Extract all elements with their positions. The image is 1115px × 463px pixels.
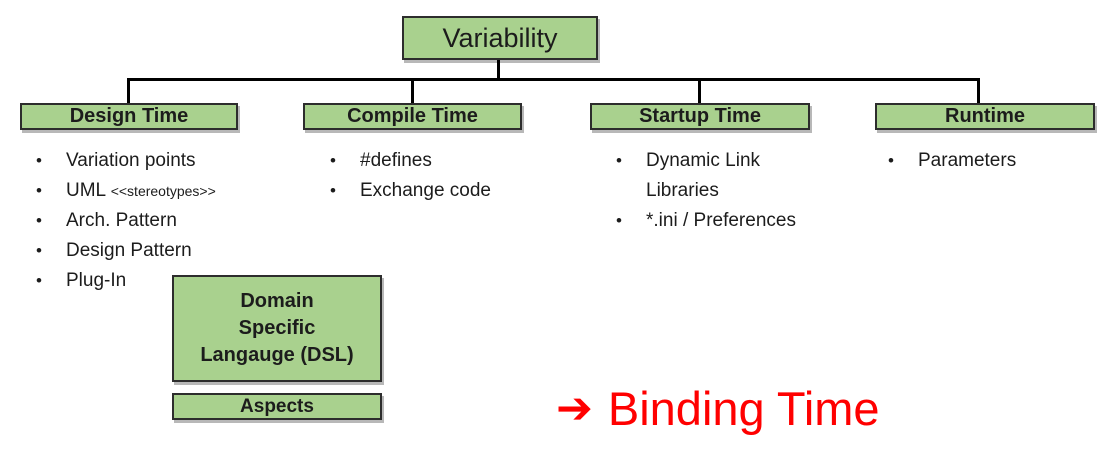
list-item: • Dynamic Link Libraries [616,146,812,206]
bullet-icon: • [36,271,42,290]
list-item-label: Arch. Pattern [66,210,177,231]
list-item: • Arch. Pattern [36,206,304,236]
list-item-label: Variation points [66,150,196,171]
dsl-line-1: Domain [240,290,314,312]
bullet-icon: • [36,181,42,200]
compile-time-box: Compile Time [303,103,522,130]
aspects-box: Aspects [172,393,382,420]
design-time-box: Design Time [20,103,238,130]
list-item-label: UML <<stereotypes>> [66,176,304,206]
right-arrow-icon: ➔ [556,383,593,433]
design-time-list: • Variation points • UML <<stereotypes>>… [36,146,304,296]
connector-horizontal [127,78,980,81]
list-item: • #defines [330,146,580,176]
list-item: • UML <<stereotypes>> [36,176,304,206]
binding-time-annotation: ➔ Binding Time [556,383,880,435]
list-item-label: Dynamic Link Libraries [646,150,761,201]
dsl-box: Domain Specific Langauge (DSL) [172,275,382,382]
variability-box: Variability [402,16,598,60]
connector-drop-startup-time [698,78,701,104]
list-item: • Plug-In [36,266,304,296]
list-item-label: Design Pattern [66,240,192,261]
bullet-icon: • [616,211,622,230]
bullet-icon: • [330,151,336,170]
list-item-label: Exchange code [360,180,491,201]
connector-drop-compile-time [411,78,414,104]
runtime-box: Runtime [875,103,1095,130]
binding-time-label: Binding Time [607,382,880,435]
bullet-icon: • [616,151,622,170]
variability-label: Variability [442,22,558,53]
bullet-icon: • [330,181,336,200]
list-item: • Design Pattern [36,236,304,266]
startup-time-list: • Dynamic Link Libraries • *.ini / Prefe… [616,146,812,236]
uml-text: UML [66,180,111,201]
list-item: • Exchange code [330,176,580,206]
dsl-line-2: Specific [238,317,316,339]
compile-time-list: • #defines • Exchange code [330,146,580,206]
list-item: • Parameters [888,146,1103,176]
runtime-label: Runtime [945,105,1025,127]
compile-time-label: Compile Time [347,105,478,127]
startup-time-label: Startup Time [639,105,761,127]
design-time-label: Design Time [69,105,189,127]
connector-root-stub [497,60,500,80]
list-item: • *.ini / Preferences [616,206,812,236]
list-item-label: #defines [360,150,432,171]
bullet-icon: • [36,241,42,260]
aspects-label: Aspects [240,395,314,417]
bullet-icon: • [36,211,42,230]
list-item-label: Plug-In [66,270,127,291]
stereotypes-text: <<stereotypes>> [110,183,216,199]
list-item-label: *.ini / Preferences [646,210,796,231]
bullet-icon: • [888,151,894,170]
runtime-list: • Parameters [888,146,1103,176]
connector-drop-design-time [127,78,130,104]
bullet-icon: • [36,151,42,170]
startup-time-box: Startup Time [590,103,810,130]
list-item: • Variation points [36,146,304,176]
connector-drop-runtime [977,78,980,104]
list-item-label: Parameters [918,150,1017,171]
dsl-line-3: Langauge (DSL) [200,344,354,366]
